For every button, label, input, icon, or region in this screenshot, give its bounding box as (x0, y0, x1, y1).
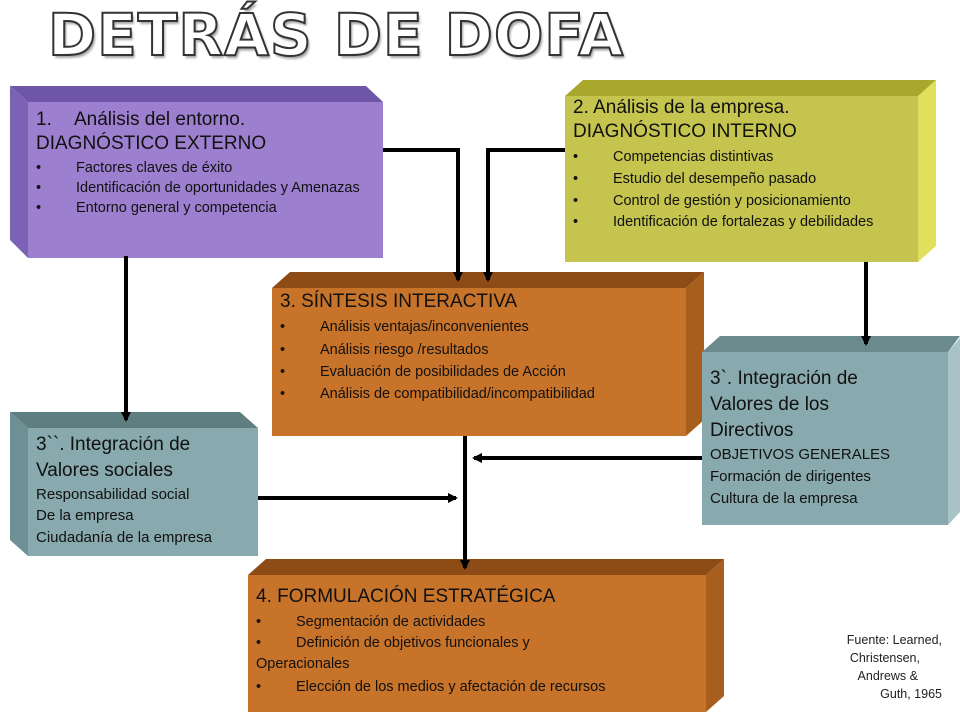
list-item: •Control de gestión y posicionamiento (573, 193, 851, 209)
box1-heading: 1. Análisis del entorno. (36, 108, 375, 132)
list-item: •Análisis ventajas/inconvenientes (280, 319, 529, 335)
box3b-heading-line1: 3``. Integración de (36, 434, 191, 455)
source-note-line: Christensen, (849, 651, 920, 665)
box-directors-values: 3`. Integración de Valores de los Direct… (702, 352, 948, 525)
arrow-box1-to-box3 (383, 148, 463, 282)
box3a-line: OBJETIVOS GENERALES (710, 446, 891, 463)
source-note-line: Fuente: Learned, (846, 633, 942, 647)
list-item: •Estudio del desempeño pasado (573, 171, 817, 187)
box4-list: •Segmentación de actividades •Definición… (256, 611, 700, 699)
box-social-values: 3``. Integración de Valores sociales Res… (28, 428, 258, 556)
box2-side-face (918, 80, 936, 262)
box1-heading-num: 1. (36, 109, 52, 130)
box3b-heading-line2: Valores sociales (36, 460, 173, 481)
box3b-side-face (10, 412, 28, 556)
list-item: •Identificación de fortalezas y debilida… (573, 214, 874, 230)
box3b-line: Responsabilidad social (36, 486, 190, 503)
box3a-line: Formación de dirigentes (710, 468, 871, 485)
box2-heading: 2. Análisis de la empresa. (573, 97, 790, 118)
box3a-heading-line3: Directivos (710, 420, 794, 441)
list-item: •Definición de objetivos funcionales y O… (256, 635, 530, 672)
box-interactive-synthesis: 3. SÍNTESIS INTERACTIVA •Análisis ventaj… (272, 288, 686, 436)
box3-list: •Análisis ventajas/inconvenientes •Análi… (280, 316, 680, 406)
list-item: •Factores claves de éxito (36, 160, 233, 176)
box1-heading-text: Análisis del entorno. (74, 109, 246, 130)
box-external-analysis: 1. Análisis del entorno. DIAGNÓSTICO EXTE… (28, 102, 383, 258)
box3a-line: Cultura de la empresa (710, 490, 858, 507)
box3b-line: De la empresa (36, 507, 134, 524)
list-item: •Elección de los medios y afectación de … (256, 679, 606, 695)
box2-list: •Competencias distintivas •Estudio del d… (573, 146, 912, 232)
box3a-heading-line2: Valores de los (710, 394, 829, 415)
box4-top-face (248, 559, 724, 575)
box4-side-face (706, 559, 724, 712)
list-item: •Entorno general y competencia (36, 200, 277, 216)
box1-side-face (10, 86, 28, 258)
box1-top-face (10, 86, 383, 102)
page-title: DETRÁS DE DOFA (47, 1, 625, 69)
box1-subheading: DIAGNÓSTICO EXTERNO (36, 133, 267, 154)
box3a-heading-line1: 3`. Integración de (710, 368, 858, 389)
box3-top-face (272, 272, 704, 288)
box3b-top-face (10, 412, 258, 428)
list-item: •Análisis de compatibilidad/incompatibil… (280, 386, 595, 402)
box4-heading: 4. FORMULACIÓN ESTRATÉGICA (256, 586, 556, 607)
list-item: •Análisis riesgo /resultados (280, 342, 489, 358)
list-item: •Competencias distintivas (573, 149, 774, 165)
box-internal-analysis: 2. Análisis de la empresa. DIAGNÓSTICO I… (565, 96, 918, 262)
list-item: •Segmentación de actividades (256, 614, 486, 630)
list-item: •Evaluación de posibilidades de Acción (280, 364, 566, 380)
source-note-line: Guth, 1965 (880, 687, 942, 701)
box2-subheading: DIAGNÓSTICO INTERNO (573, 121, 797, 142)
box3a-side-face (948, 338, 960, 525)
source-note-line: Andrews & (857, 669, 918, 683)
box3a-top-face (702, 336, 960, 352)
box-strategy-formulation: 4. FORMULACIÓN ESTRATÉGICA •Segmentación… (248, 575, 706, 712)
source-note: Fuente: Learned, Christensen, Andrews & … (847, 631, 942, 703)
box1-list: •Factores claves de éxito •Identificació… (36, 158, 375, 218)
arrow-box2-to-box3 (483, 148, 565, 282)
list-item: •Identificación de oportunidades y Amena… (36, 180, 360, 196)
box3b-line: Ciudadanía de la empresa (36, 529, 212, 546)
box2-top-face (565, 80, 936, 96)
box3-heading: 3. SÍNTESIS INTERACTIVA (280, 291, 518, 312)
